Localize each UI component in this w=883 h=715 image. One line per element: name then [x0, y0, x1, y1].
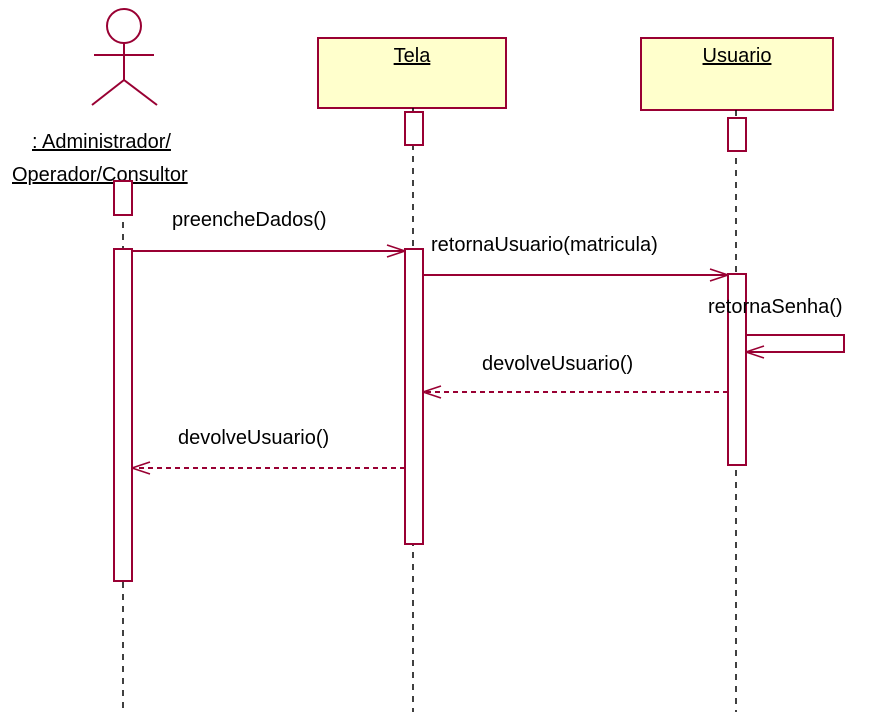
activation-tela-small	[404, 111, 424, 146]
object-box-tela[interactable]	[317, 37, 507, 109]
activation-usuario	[727, 273, 747, 466]
activation-tela	[404, 248, 424, 545]
message-retornaSenha-label: retornaSenha()	[708, 296, 843, 318]
message-retornaSenha-arrow[interactable]	[746, 334, 845, 352]
object-label-tela: Tela	[394, 45, 432, 67]
actor-icon	[91, 8, 158, 106]
activation-actor-small	[113, 180, 133, 216]
message-devolveUsuario-usuario-label: devolveUsuario()	[482, 353, 633, 375]
actor-label: : Administrador/	[32, 131, 171, 153]
message-retornaUsuario-label: retornaUsuario(matricula)	[431, 234, 658, 256]
activation-actor	[113, 248, 133, 582]
object-label-usuario: Usuario	[703, 45, 772, 67]
message-devolveUsuario-tela-label: devolveUsuario()	[178, 427, 329, 449]
object-box-usuario[interactable]	[640, 37, 834, 111]
activation-usuario-small	[727, 117, 747, 152]
message-preencheDados-label: preencheDados()	[172, 209, 327, 231]
actor-label-line2: Operador/Consultor	[12, 164, 188, 186]
